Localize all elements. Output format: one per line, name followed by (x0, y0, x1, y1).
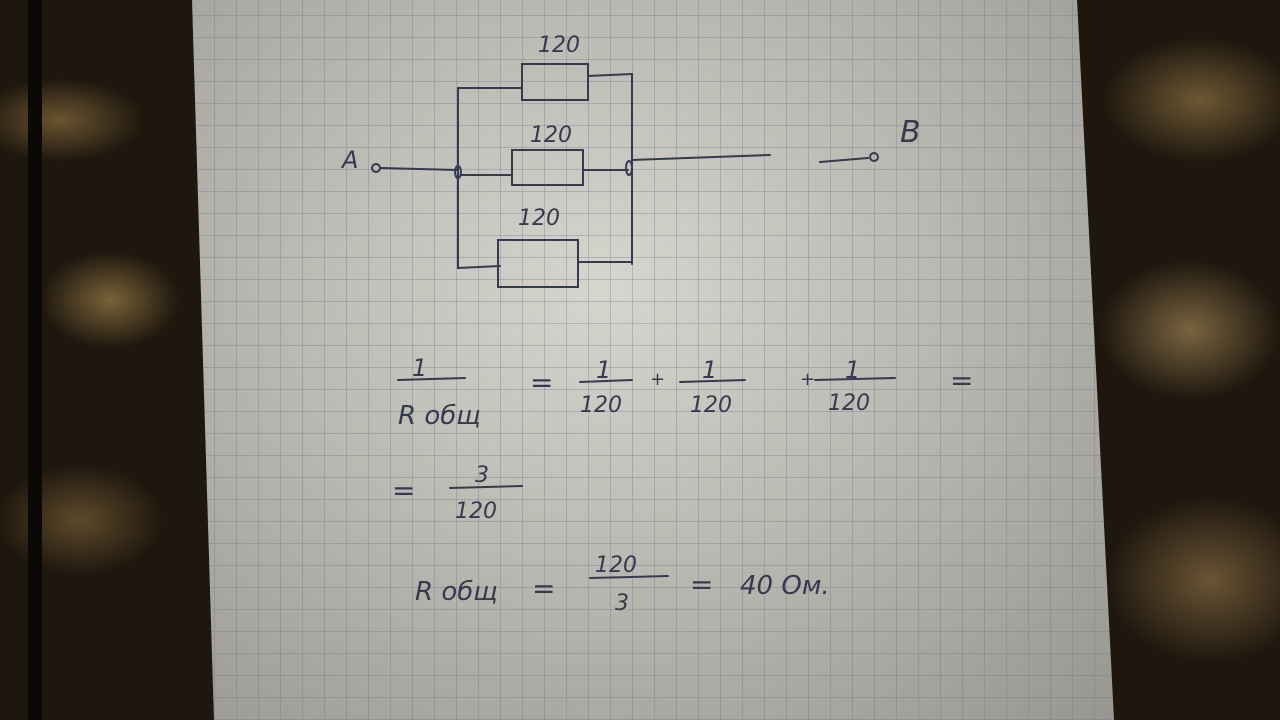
den: 3 (615, 591, 629, 616)
eq: = (690, 568, 713, 601)
resistor-middle-value: 120 (530, 123, 572, 148)
num: 3 (475, 463, 489, 488)
eq: = (530, 366, 553, 399)
resistor-middle (511, 149, 584, 186)
equation-line-1: 1 R общ = 1 120 + 1 120 + 1 120 = (397, 354, 973, 431)
eq: = (392, 474, 415, 507)
label-b: B (900, 115, 921, 150)
equation-line-2: = 3 120 (392, 463, 523, 524)
eq: = (532, 572, 555, 605)
resistor-top (521, 63, 589, 101)
plus: + (800, 369, 815, 390)
equation-line-3: R общ = 120 3 = 40 Ом. (415, 553, 830, 616)
num: 1 (702, 356, 717, 384)
num: 1 (596, 356, 611, 384)
num: 120 (595, 553, 637, 578)
eq: = (950, 364, 973, 397)
notebook-page (192, 0, 1114, 720)
resistor-top-value: 120 (538, 33, 580, 58)
den: R общ (398, 401, 481, 431)
cable (28, 0, 42, 720)
terminal-a (371, 163, 381, 173)
lhs: R общ (415, 577, 498, 607)
den: 120 (455, 499, 497, 524)
num: 1 (845, 356, 860, 384)
resistor-bottom (497, 239, 579, 288)
num: 1 (412, 354, 427, 382)
den: 120 (580, 393, 622, 418)
result: 40 Ом. (740, 571, 830, 601)
label-a: A (340, 146, 358, 174)
resistor-bottom-value: 120 (518, 206, 560, 231)
plus: + (650, 369, 665, 390)
terminal-b (869, 152, 879, 162)
den: 120 (828, 391, 870, 416)
node-right (625, 160, 633, 176)
den: 120 (690, 393, 732, 418)
circuit-diagram: A B 120 120 120 (340, 33, 921, 288)
